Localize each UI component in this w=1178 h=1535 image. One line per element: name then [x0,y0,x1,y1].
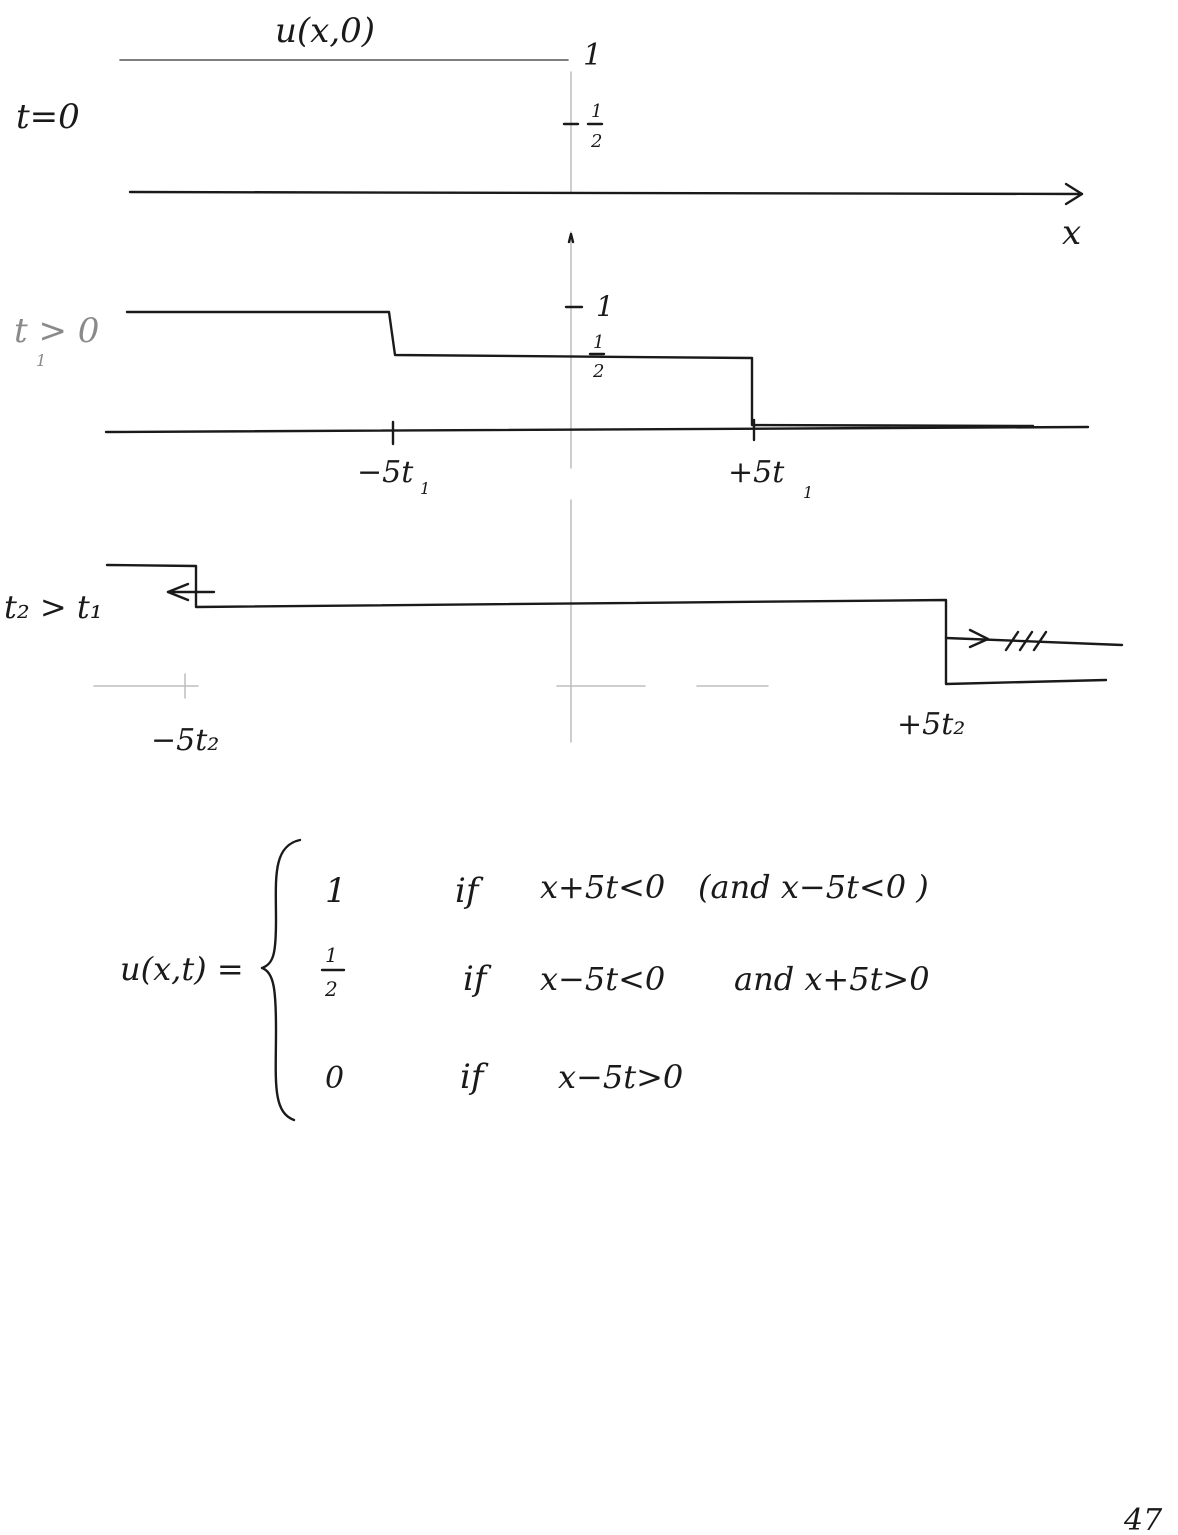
case-1-extra: (and x−5t<0 ) [698,868,929,906]
x-axis-arrowhead-icon [1064,182,1084,206]
panel-t0-x-axis [128,190,1084,196]
case-2-value-den: 2 [324,977,338,1001]
panel-t1-label-sub: 1 [36,351,46,370]
hatch-mark-1 [1004,630,1020,652]
panel-t1-half-num: 1 [593,332,604,353]
case-1-value: 1 [325,871,347,911]
top-label: u(x,0) [275,11,375,51]
top-tick-one: 1 [583,38,602,73]
hatch-mark-2 [1018,630,1034,652]
panel-t2-left-front-label: −5t₂ [151,723,219,758]
panel-t1-x-axis [104,425,1090,434]
panel-t1-right-front-label: +5t [728,455,785,490]
panel-t0-half-den: 2 [590,131,602,152]
case-3-condition: x−5t>0 [558,1058,683,1096]
page-number: 47 [1123,1503,1163,1535]
panel-t1-axis-arrow-icon [567,232,575,244]
formula-brace [260,838,302,1122]
case-2-if: if [463,959,492,999]
formula-lhs: u(x,t) = [120,950,244,988]
case-1-condition: x+5t<0 [540,868,665,906]
panel-t1-half-den: 2 [592,361,604,382]
panel-t0-half-num: 1 [591,101,602,122]
case-2-condition: x−5t<0 [540,960,665,998]
case-3-if: if [460,1057,489,1097]
panel-t1-one-label: 1 [596,290,614,323]
panel-t0-label: t=0 [16,97,80,137]
case-2-value-num: 1 [325,943,338,967]
panel-t2-step-profile [105,563,1108,686]
panel-t1-label: t > 0 [14,311,99,351]
panel-t1-left-front-label: −5t [357,455,414,490]
right-moving-arrow-icon [968,628,990,649]
panel-t2-right-front-label: +5t₂ [897,707,965,742]
case-2-extra: and x+5t>0 [734,960,930,998]
panel-t1-step-profile [125,310,1035,428]
panel-t1-right-front-sub: 1 [803,483,813,502]
hatch-mark-3 [1032,630,1048,652]
case-1-if: if [455,871,484,911]
panel-t1-left-front-sub: 1 [420,479,430,498]
right-moving-arrow-shaft [944,636,1124,647]
case-3-value: 0 [325,1061,344,1096]
panel-t2-label: t₂ > t₁ [4,588,103,626]
x-axis-label: x [1062,213,1081,253]
